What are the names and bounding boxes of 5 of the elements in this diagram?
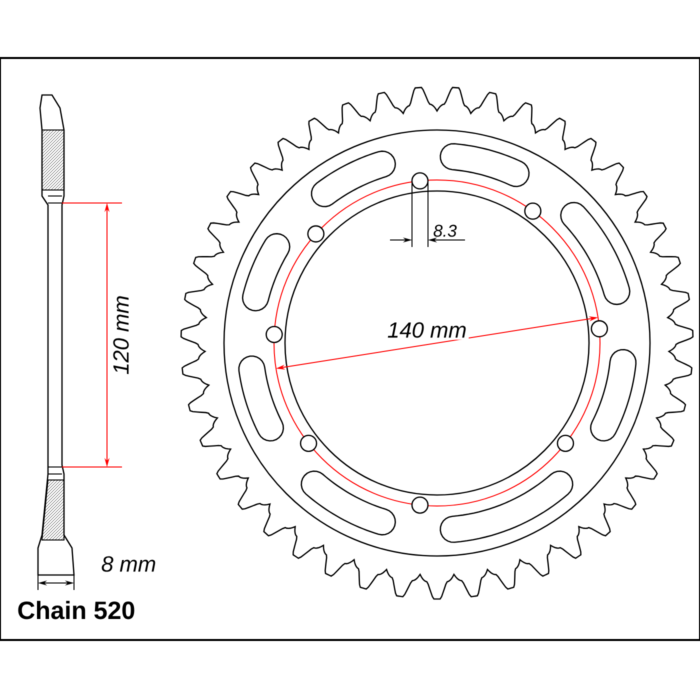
dimension-label: 8.3 [434, 224, 457, 237]
chain-label: Chain 520 [18, 600, 134, 620]
dimension-label: 140 mm [388, 322, 466, 338]
dimension-label: 8 mm [102, 556, 156, 572]
dimension-label: 120 mm [113, 296, 129, 374]
